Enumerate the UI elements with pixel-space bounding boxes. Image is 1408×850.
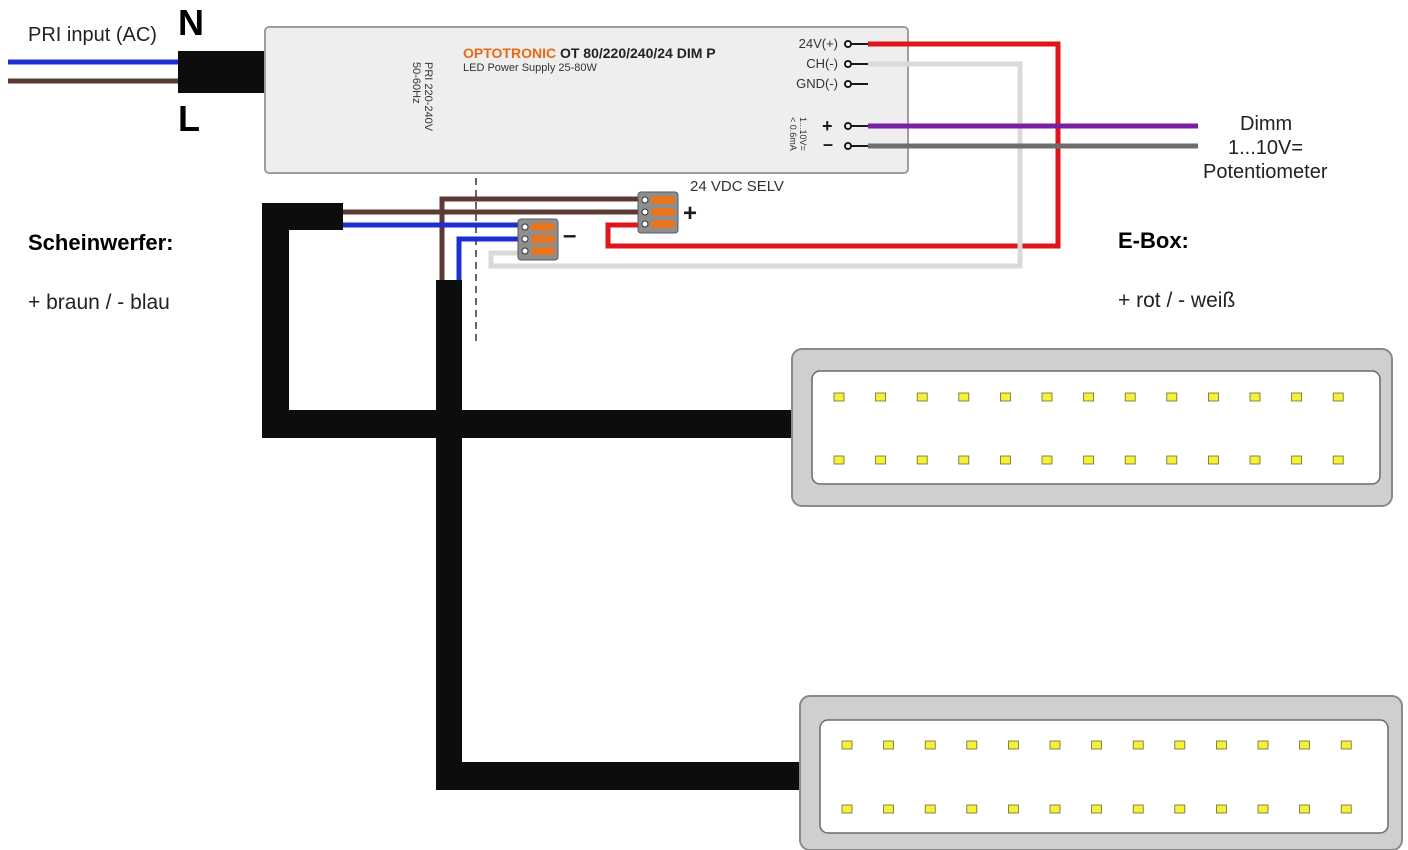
led-chip — [1291, 392, 1302, 402]
ac-cable-plug — [178, 51, 270, 93]
ebox-description: + rot / - weiß — [1118, 289, 1236, 312]
led-chip — [966, 804, 978, 814]
connector-minus-label: – — [563, 222, 577, 249]
live-label: L — [178, 98, 200, 139]
selv-label: 24 VDC SELV — [690, 178, 784, 195]
led-chip — [833, 455, 845, 465]
led-chip — [958, 392, 970, 402]
connector-minus — [517, 218, 559, 261]
led-chip — [1216, 740, 1227, 750]
led-chip — [1299, 740, 1310, 750]
led-chip — [841, 804, 853, 814]
dim-plus-label: + — [822, 116, 833, 136]
dim-minus-label: – — [823, 134, 834, 154]
led-chip — [916, 392, 928, 402]
led-chip — [841, 740, 853, 750]
led-chip — [1166, 392, 1178, 402]
pri-input-label: PRI input (AC) — [28, 24, 157, 46]
neutral-label: N — [178, 2, 204, 43]
led-row-group-lower — [841, 740, 1352, 814]
led-lamp-upper — [791, 348, 1393, 507]
wire-white-ch — [488, 61, 1023, 269]
led-chip — [875, 455, 886, 465]
led-chip — [1299, 804, 1310, 814]
led-chip — [1216, 804, 1227, 814]
driver-brand: OPTOTRONIC — [463, 45, 557, 61]
led-chip — [1091, 740, 1102, 750]
led-chip — [1091, 804, 1102, 814]
driver-pri-voltage: PRI 220-240V — [422, 62, 434, 132]
driver-box — [264, 26, 909, 174]
scheinwerfer-description: + braun / - blau — [28, 291, 170, 314]
ebox-title: E-Box: — [1118, 228, 1189, 253]
led-chip — [875, 392, 886, 402]
led-chip — [958, 455, 970, 465]
driver-pri-frequency: 50-60Hz — [410, 62, 422, 104]
led-chip — [966, 740, 978, 750]
led-chip — [833, 392, 845, 402]
connector-plus-label: + — [683, 200, 698, 227]
terminal-pins — [844, 40, 868, 150]
led-chip — [1083, 455, 1094, 465]
led-chip — [1166, 455, 1178, 465]
dim-spec-current: < 0.6mA — [788, 117, 798, 151]
dim-spec-voltage: 1...10V= — [798, 117, 808, 151]
led-chip — [1332, 455, 1344, 465]
wire-brown-drop — [439, 196, 640, 285]
led-chip — [1249, 455, 1261, 465]
led-chip — [1000, 392, 1011, 402]
led-chip — [1340, 740, 1352, 750]
cable-upper-horizontal — [262, 410, 797, 438]
led-chip — [1174, 804, 1186, 814]
led-chip — [1257, 740, 1269, 750]
terminal-24v-label: 24V(+) — [798, 36, 838, 51]
led-chip — [1083, 392, 1094, 402]
led-chip — [1049, 804, 1061, 814]
led-chip — [1124, 392, 1136, 402]
driver-title: OPTOTRONIC OT 80/220/240/24 DIM P — [463, 45, 716, 61]
led-chip — [924, 804, 936, 814]
led-chip — [1124, 455, 1136, 465]
led-chip — [1008, 740, 1019, 750]
led-row-group-upper — [833, 392, 1344, 465]
cable-upper-vertical — [262, 203, 289, 438]
led-chip — [924, 740, 936, 750]
wire-blue-drop — [456, 236, 522, 285]
led-chip — [916, 455, 928, 465]
driver-subtitle: LED Power Supply 25-80W — [463, 62, 597, 74]
cable-lower-horizontal — [436, 762, 808, 790]
connector-plus — [637, 191, 679, 234]
led-chip — [1249, 392, 1261, 402]
driver-model: OT 80/220/240/24 DIM P — [559, 45, 716, 61]
led-chip — [1041, 392, 1053, 402]
dimm-label-line2: 1...10V= — [1228, 137, 1304, 159]
led-chip — [1257, 804, 1269, 814]
led-chip — [1049, 740, 1061, 750]
cable-upper-plug — [285, 203, 343, 230]
terminal-ch-label: CH(-) — [806, 56, 838, 71]
dimm-label-line3: Potentiometer — [1203, 161, 1328, 183]
led-chip — [1174, 740, 1186, 750]
led-chip — [883, 740, 894, 750]
led-chip — [1000, 455, 1011, 465]
dimm-label-line1: Dimm — [1240, 113, 1293, 135]
led-chip — [1340, 804, 1352, 814]
led-chip — [1291, 455, 1302, 465]
led-chip — [1208, 455, 1219, 465]
led-chip — [1132, 804, 1144, 814]
scheinwerfer-title: Scheinwerfer: — [28, 230, 174, 255]
terminal-gnd-label: GND(-) — [796, 76, 838, 91]
led-chip — [1008, 804, 1019, 814]
led-chip — [1332, 392, 1344, 402]
led-chip — [1041, 455, 1053, 465]
wire-red-24v — [605, 41, 1061, 249]
led-chip — [1208, 392, 1219, 402]
cable-lower-vertical — [436, 280, 462, 790]
led-chip — [883, 804, 894, 814]
led-chip — [1132, 740, 1144, 750]
led-lamp-lower — [799, 695, 1403, 850]
